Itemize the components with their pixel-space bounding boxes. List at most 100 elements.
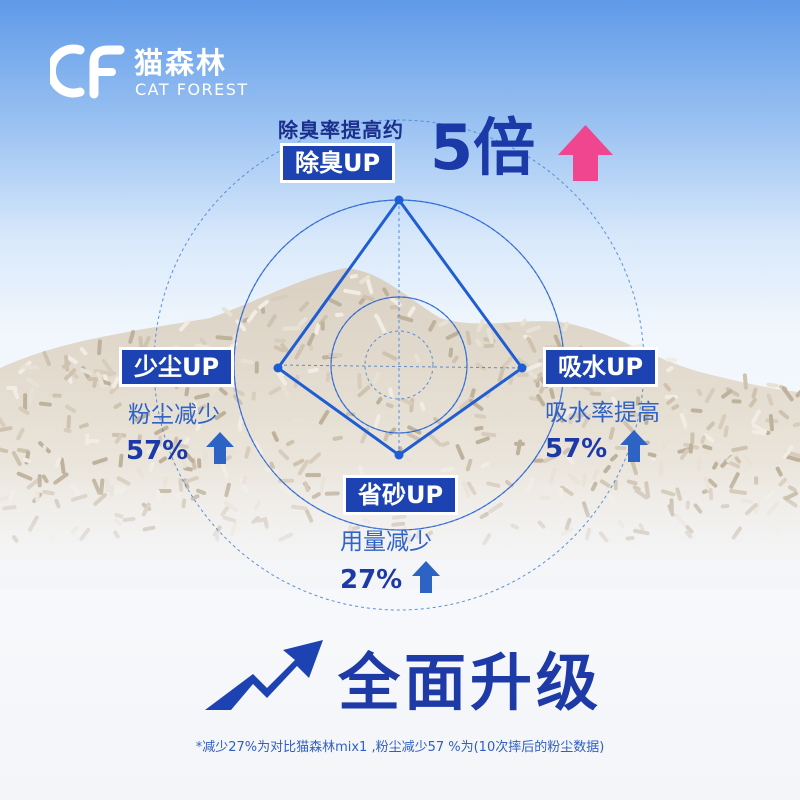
litter-pellet xyxy=(615,445,627,451)
litter-pellet xyxy=(22,457,32,464)
litter-pellet xyxy=(64,368,77,381)
litter-pellet xyxy=(725,387,740,397)
sand-up-label: 省砂UP xyxy=(346,478,456,512)
litter-pellet xyxy=(42,351,51,366)
litter-pellet xyxy=(553,334,564,352)
litter-pellet xyxy=(465,458,473,472)
water-pct: 57% xyxy=(545,434,608,464)
litter-pellet xyxy=(237,422,243,432)
litter-pellet xyxy=(136,434,142,445)
litter-pellet xyxy=(766,393,774,406)
litter-pellet xyxy=(700,435,706,444)
litter-pellet xyxy=(325,372,331,382)
litter-pellet xyxy=(712,461,719,470)
litter-pellet xyxy=(604,385,620,393)
litter-pellet xyxy=(751,387,758,399)
litter-pellet xyxy=(0,417,6,428)
litter-pellet xyxy=(298,301,310,312)
brand-name-en: CAT FOREST xyxy=(135,80,249,99)
litter-pellet xyxy=(179,319,190,332)
litter-pellet xyxy=(558,415,572,426)
litter-pellet xyxy=(281,384,290,398)
litter-pellet xyxy=(626,343,643,351)
litter-pellet xyxy=(66,355,78,364)
litter-pellet xyxy=(154,425,169,436)
litter-pellet xyxy=(373,414,381,429)
litter-pellet xyxy=(768,414,774,432)
litter-pellet xyxy=(665,357,678,363)
litter-pellet xyxy=(282,326,301,331)
footnote: *减少27%为对比猫森林mix1 ,粉尘减少57 %为(10次摔后的粉尘数据) xyxy=(195,740,605,755)
litter-pellet xyxy=(666,366,674,373)
litter-pellet xyxy=(97,339,102,356)
litter-pellet xyxy=(539,385,545,394)
litter-pellet xyxy=(178,411,190,417)
litter-pellet xyxy=(38,401,52,407)
litter-pellet xyxy=(118,453,124,468)
litter-pellet xyxy=(694,433,701,442)
litter-pellet xyxy=(610,396,621,411)
litter-pellet xyxy=(682,406,689,416)
litter-pellet xyxy=(608,426,615,440)
litter-pellet xyxy=(12,387,20,400)
litter-pellet xyxy=(427,433,442,447)
litter-pellet xyxy=(106,371,117,377)
litter-pellet xyxy=(723,425,729,438)
radar-point-left xyxy=(273,363,283,373)
litter-pellet xyxy=(663,382,672,392)
litter-pellet xyxy=(268,386,282,396)
litter-pellet xyxy=(79,427,86,443)
litter-pellet xyxy=(571,383,589,389)
litter-pellet xyxy=(328,298,342,307)
litter-pellet xyxy=(275,369,288,386)
litter-pellet xyxy=(376,396,383,405)
litter-pellet xyxy=(63,354,70,372)
litter-pellet xyxy=(685,419,692,436)
litter-pellet xyxy=(388,387,394,401)
litter-pellet xyxy=(610,453,618,462)
litter-pellet xyxy=(109,384,120,395)
litter-pellet xyxy=(106,421,113,436)
litter-pellet xyxy=(465,330,472,346)
litter-pellet xyxy=(795,390,800,398)
litter-pellet xyxy=(63,428,72,434)
litter-pellet xyxy=(235,319,247,332)
radar-axis-h xyxy=(277,364,523,369)
litter-pellet xyxy=(28,386,35,404)
litter-pellet xyxy=(577,411,587,419)
litter-pellet xyxy=(389,305,401,310)
litter-pellet xyxy=(306,332,316,346)
litter-pellet xyxy=(778,409,790,420)
litter-pellet xyxy=(78,422,89,429)
litter-pellet xyxy=(383,432,389,442)
litter-pellet xyxy=(481,431,497,438)
litter-pellet xyxy=(192,401,198,414)
litter-pellet xyxy=(726,451,740,463)
litter-pellet xyxy=(440,441,450,447)
litter-pellet xyxy=(517,357,531,369)
litter-pellet xyxy=(244,446,251,459)
litter-pellet xyxy=(706,421,715,431)
litter-pellet xyxy=(0,447,9,454)
litter-pellet xyxy=(297,317,308,327)
litter-pellet xyxy=(525,361,543,372)
litter-pellet xyxy=(95,371,105,389)
litter-pellet xyxy=(66,415,72,429)
litter-pellet xyxy=(69,432,75,443)
litter-pellet xyxy=(273,345,285,353)
litter-pellet xyxy=(690,408,703,414)
litter-pellet xyxy=(357,385,371,398)
litter-pellet xyxy=(65,404,77,413)
litter-pellet xyxy=(742,373,748,390)
headline-prefix: 除臭率提高约 xyxy=(278,118,404,142)
radar-ring-1 xyxy=(364,330,434,400)
litter-pellet xyxy=(197,458,202,469)
litter-pellet xyxy=(335,312,344,317)
litter-pellet xyxy=(516,372,529,377)
litter-pellet xyxy=(568,413,573,425)
litter-pellet xyxy=(214,410,227,420)
litter-pellet xyxy=(26,377,40,388)
litter-pellet xyxy=(21,364,39,370)
litter-pellet xyxy=(203,451,208,461)
litter-pellet xyxy=(503,323,512,331)
